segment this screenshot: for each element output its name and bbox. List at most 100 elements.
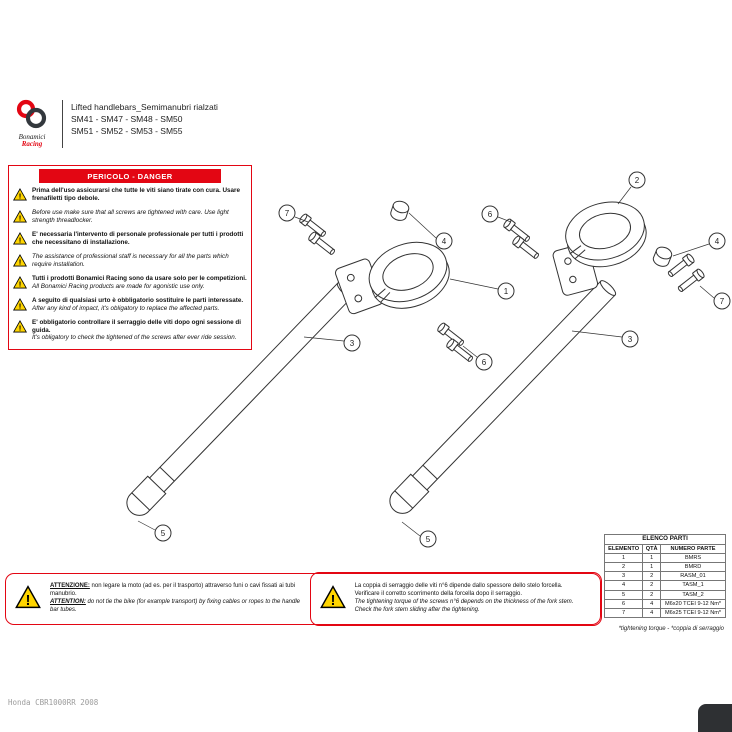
bar-end-weight-right bbox=[389, 487, 416, 514]
danger-item: ! Before use make sure that all screws a… bbox=[12, 209, 247, 228]
warning-transport: ! ATTENZIONE: non legare la moto (ad es.… bbox=[6, 574, 311, 624]
danger-item: ! Prima dell'uso assicurarsi che tutte l… bbox=[12, 187, 247, 206]
svg-text:1: 1 bbox=[504, 287, 509, 296]
clamp-assembly-right bbox=[389, 201, 706, 514]
callout-part-5: 5 bbox=[137, 520, 172, 542]
svg-text:!: ! bbox=[19, 302, 22, 311]
danger-text-it: Tutti i prodotti Bonamici Racing sono da… bbox=[32, 275, 247, 282]
corner-logo-mark bbox=[698, 704, 732, 732]
model-codes-line1: SM41 - SM47 - SM48 - SM50 bbox=[71, 114, 183, 124]
tube-clamp-block-right bbox=[552, 243, 599, 296]
svg-text:!: ! bbox=[19, 324, 22, 333]
callout-part-6: 6 bbox=[481, 205, 512, 223]
fork-clamp-ring-right bbox=[565, 201, 647, 268]
svg-text:!: ! bbox=[19, 280, 22, 289]
screw-m6x20 bbox=[511, 234, 542, 262]
screw-m6x25 bbox=[665, 252, 696, 280]
callout-part-1: 1 bbox=[449, 278, 515, 300]
warning-torque: ! La coppia di serraggio delle viti n°6 … bbox=[309, 572, 602, 626]
header: Bonamici Racing Lifted handlebars_Semima… bbox=[10, 99, 218, 148]
svg-text:4: 4 bbox=[715, 237, 720, 246]
svg-text:7: 7 bbox=[720, 297, 725, 306]
danger-item: ! Tutti i prodotti Bonamici Racing sono … bbox=[12, 275, 247, 294]
warning-triangle-icon: ! bbox=[12, 254, 28, 272]
callout-part-5: 5 bbox=[401, 521, 437, 548]
danger-text-it: E' necessaria l'intervento di personale … bbox=[32, 231, 244, 246]
danger-text-en: After any kind of impact, it's obligator… bbox=[32, 304, 220, 312]
callout-part-3: 3 bbox=[303, 334, 361, 352]
danger-item: ! E' obbligatorio controllare il serragg… bbox=[12, 319, 247, 342]
svg-text:5: 5 bbox=[426, 535, 431, 544]
svg-text:!: ! bbox=[26, 592, 31, 608]
danger-box: PERICOLO - DANGER ! Prima dell'uso assic… bbox=[8, 165, 252, 350]
warning-triangle-icon: ! bbox=[15, 584, 41, 614]
warning-triangle-icon: ! bbox=[12, 188, 28, 206]
warning-triangle-icon: ! bbox=[12, 320, 28, 338]
warning-triangle-icon: ! bbox=[12, 298, 28, 316]
callout-part-2: 2 bbox=[617, 171, 646, 205]
screw-m6x20 bbox=[445, 337, 476, 365]
svg-text:!: ! bbox=[19, 236, 22, 245]
danger-text-en: It's obligatory to check the tightened o… bbox=[32, 334, 237, 342]
callout-part-7: 7 bbox=[699, 285, 731, 310]
callout-part-6: 6 bbox=[462, 345, 493, 371]
logo-brand-bottom: Racing bbox=[21, 140, 43, 148]
screw-m6x20 bbox=[436, 321, 467, 349]
warning-transport-text: ATTENZIONE: non legare la moto (ad es. p… bbox=[50, 583, 301, 613]
model-codes-line2: SM51 - SM52 - SM53 - SM55 bbox=[71, 126, 183, 136]
svg-text:6: 6 bbox=[488, 210, 493, 219]
svg-text:5: 5 bbox=[161, 529, 166, 538]
danger-text-en: Before use make sure that all screws are… bbox=[32, 209, 229, 224]
logo-brand-top: Bonamici bbox=[18, 133, 46, 141]
danger-item: ! A seguito di qualsiasi urto è obbligat… bbox=[12, 297, 247, 316]
col-header-part-number: NUMERO PARTE bbox=[660, 543, 726, 554]
svg-text:7: 7 bbox=[285, 209, 290, 218]
tube-clamp-block-left bbox=[335, 258, 384, 315]
attention-label: ATTENTION: bbox=[50, 599, 86, 605]
screw-m6x25 bbox=[675, 267, 706, 295]
svg-text:!: ! bbox=[19, 214, 22, 223]
header-divider bbox=[62, 100, 63, 148]
screw-m6x25 bbox=[307, 230, 338, 258]
cap-part-left bbox=[388, 198, 411, 223]
model-watermark: Honda CBR1000RR 2008 bbox=[8, 698, 99, 707]
bar-end-weight-left bbox=[126, 489, 153, 516]
danger-text-it: E' obbligatorio controllare il serraggio… bbox=[32, 319, 241, 334]
page-title: Lifted handlebars_Semimanubri rialzati bbox=[71, 102, 218, 112]
screw-m6x20 bbox=[502, 217, 533, 245]
callout-part-4: 4 bbox=[672, 232, 726, 257]
svg-text:6: 6 bbox=[482, 358, 487, 367]
callout-part-4: 4 bbox=[408, 212, 453, 250]
cap-part-right bbox=[651, 244, 674, 270]
screw-m6x25 bbox=[298, 212, 329, 240]
parts-table: ELENCO PARTI ELEMENTO QTÀ NUMERO PARTE 1… bbox=[603, 534, 726, 618]
danger-text-en: The assistance of professional staff is … bbox=[32, 253, 229, 268]
svg-text:4: 4 bbox=[442, 237, 447, 246]
warning-triangle-icon: ! bbox=[319, 584, 346, 614]
parts-table-title: ELENCO PARTI bbox=[604, 534, 726, 545]
col-header-qty: QTÀ bbox=[642, 543, 662, 554]
danger-item: ! The assistance of professional staff i… bbox=[12, 253, 247, 272]
svg-text:!: ! bbox=[19, 258, 22, 267]
handlebar-tube-right bbox=[389, 280, 617, 514]
danger-header: PERICOLO - DANGER bbox=[38, 169, 222, 183]
danger-text-en: All Bonamici Racing products are made fo… bbox=[32, 282, 205, 290]
logo-wordmark: Bonamici Racing bbox=[10, 134, 54, 148]
attenzione-label: ATTENZIONE: bbox=[50, 583, 90, 590]
danger-item: ! E' necessaria l'intervento di personal… bbox=[12, 231, 247, 250]
svg-text:3: 3 bbox=[628, 335, 633, 344]
svg-text:!: ! bbox=[19, 192, 22, 201]
col-header-elemento: ELEMENTO bbox=[603, 543, 644, 554]
warning-triangle-icon: ! bbox=[12, 210, 28, 228]
danger-text-it: A seguito di qualsiasi urto è obbligator… bbox=[32, 297, 244, 304]
svg-text:2: 2 bbox=[635, 176, 640, 185]
title-block: Lifted handlebars_Semimanubri rialzati S… bbox=[71, 99, 218, 137]
bottom-warnings: ! ATTENZIONE: non legare la moto (ad es.… bbox=[5, 572, 602, 626]
danger-text-it: Prima dell'uso assicurarsi che tutte le … bbox=[32, 187, 240, 202]
